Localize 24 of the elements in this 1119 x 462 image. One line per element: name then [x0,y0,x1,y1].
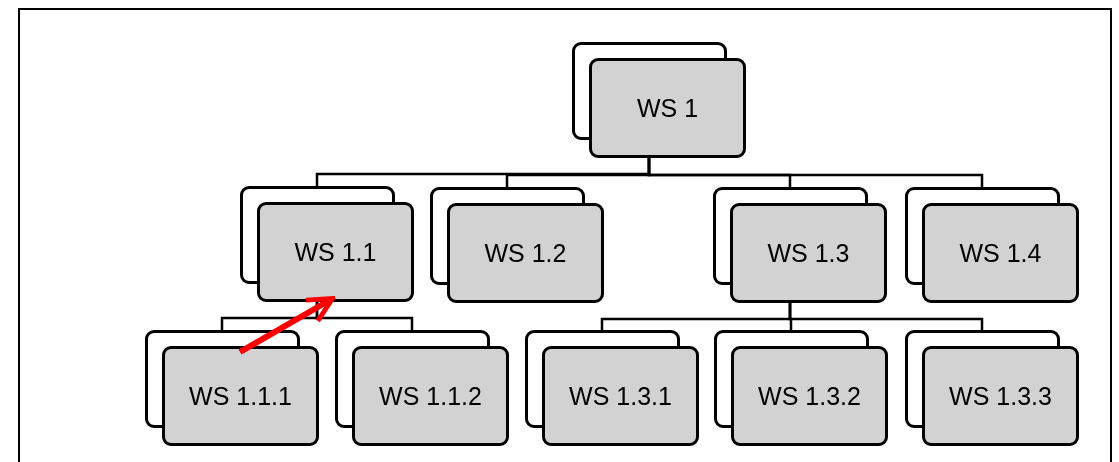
stacked-box [240,186,414,302]
stacked-box [525,330,699,446]
box-label: WS 1.1.1 [189,381,292,411]
stacked-box [430,187,604,303]
box-label: WS 1.1 [294,237,377,267]
box-label: WS 1.3 [767,238,850,268]
connector-line [647,158,984,187]
box-label: WS 1.2 [484,238,567,268]
box-label: WS 1.3.3 [949,381,1052,411]
box-label: WS 1.3.1 [569,381,672,411]
connector-line [315,302,414,330]
arrow [238,296,335,355]
stacked-box [905,187,1079,303]
connector-line [788,303,984,330]
box-label: WS 1.1.2 [379,381,482,411]
stacked-box [145,330,319,446]
stacked-box [905,330,1079,446]
box-label: WS 1 [636,93,699,123]
stacked-box [572,42,746,158]
stacked-box [714,330,888,446]
box-label: WS 1.3.2 [758,381,861,411]
box-label: WS 1.4 [959,238,1042,268]
stacked-box [713,187,887,303]
stacked-box [335,330,509,446]
